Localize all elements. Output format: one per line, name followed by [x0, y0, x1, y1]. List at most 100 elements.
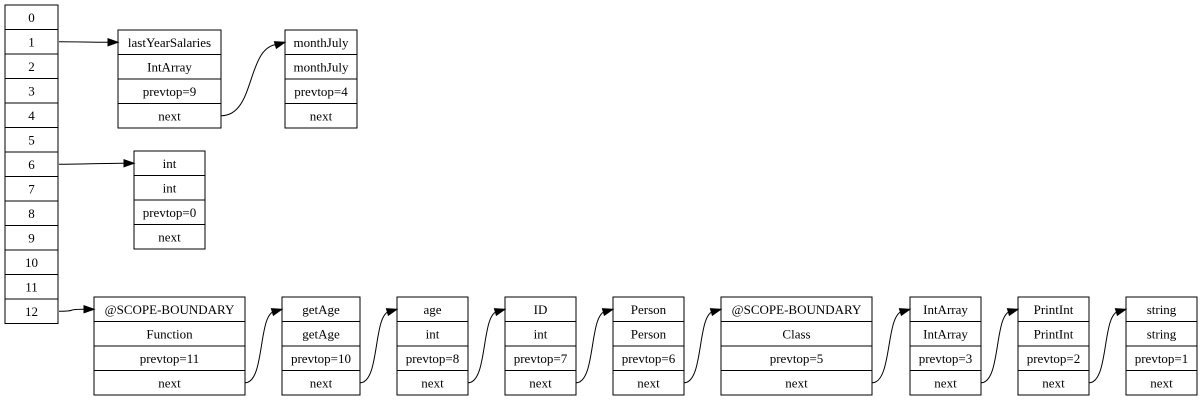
hash-slot-label: 0	[28, 10, 35, 25]
hash-slot-0: 0	[4, 4, 59, 30]
pointer-edges	[58, 38, 1128, 384]
arrow-head	[273, 41, 287, 50]
prevtop-field: prevtop=6	[622, 351, 676, 366]
type-field: monthJuly	[294, 59, 349, 74]
arrow-head	[493, 308, 507, 317]
edge-line	[359, 310, 391, 384]
hash-slot-label: 11	[25, 279, 38, 294]
name-field: IntArray	[923, 302, 968, 317]
name-field: age	[423, 302, 441, 317]
type-field: Function	[146, 326, 193, 341]
edge-PrintInt-to-string	[1088, 308, 1128, 384]
arrow-head	[270, 308, 284, 317]
prevtop-field: prevtop=9	[143, 84, 197, 99]
next-field: next	[421, 375, 444, 390]
hash-slot-5: 5	[4, 127, 59, 153]
next-field: next	[1150, 375, 1173, 390]
type-field: IntArray	[147, 59, 192, 74]
hash-slot-9: 9	[4, 225, 59, 251]
edge-line	[220, 43, 279, 117]
type-field: int	[163, 180, 177, 195]
prevtop-field: prevtop=11	[140, 351, 200, 366]
prevtop-field: prevtop=2	[1027, 351, 1081, 366]
prevtop-field: prevtop=0	[143, 205, 197, 220]
name-field: monthJuly	[294, 35, 349, 50]
edge-line	[58, 162, 125, 165]
edge-line	[1088, 310, 1120, 384]
name-field: ID	[534, 302, 548, 317]
type-field: Person	[631, 326, 667, 341]
type-field: getAge	[302, 326, 340, 341]
next-field: next	[310, 375, 333, 390]
prevtop-field: prevtop=8	[406, 351, 460, 366]
edge-age-to-ID	[467, 308, 507, 384]
hash-slot-1: 1	[4, 29, 59, 55]
arrow-head	[709, 308, 723, 317]
name-field: @SCOPE-BOUNDARY	[732, 302, 862, 317]
hash-slot-label: 2	[28, 59, 35, 74]
edge-lastYearSalaries-to-monthJuly	[220, 41, 287, 117]
next-field: next	[158, 229, 181, 244]
hash-slot-label: 6	[28, 157, 35, 172]
edge-line	[244, 310, 276, 384]
type-field: IntArray	[923, 326, 968, 341]
next-field: next	[637, 375, 660, 390]
arrow-head	[1114, 308, 1128, 317]
edge-ID-to-Person	[575, 308, 615, 384]
prevtop-field: prevtop=7	[514, 351, 568, 366]
hash-slot-7: 7	[4, 176, 59, 202]
hash-slot-label: 5	[28, 132, 35, 147]
arrow-head	[83, 305, 96, 314]
hash-slot-2: 2	[4, 53, 59, 79]
edge-scope-boundary-function-to-getAge	[244, 308, 284, 384]
next-field: next	[158, 375, 181, 390]
arrow-head	[898, 308, 912, 317]
edge-IntArray-to-PrintInt	[980, 308, 1020, 384]
arrow-head	[385, 308, 399, 317]
edge-line	[683, 310, 715, 384]
arrow-head	[1006, 308, 1020, 317]
edge-6-to-int	[58, 159, 136, 168]
edge-line	[467, 310, 499, 384]
edge-1-to-lastYearSalaries	[58, 38, 120, 47]
hash-slot-3: 3	[4, 78, 59, 104]
next-field: next	[1042, 375, 1065, 390]
type-field: string	[1147, 326, 1177, 341]
edge-12-to-scope-boundary-function	[58, 305, 96, 314]
hash-slot-12: 12	[4, 298, 59, 324]
name-field: getAge	[302, 302, 340, 317]
name-field: string	[1147, 302, 1177, 317]
hash-slot-label: 3	[28, 83, 35, 98]
arrow-head	[601, 308, 615, 317]
type-field: int	[426, 326, 440, 341]
edge-Person-to-scope-boundary-class	[683, 308, 723, 384]
name-field: lastYearSalaries	[128, 35, 211, 50]
next-field: next	[158, 108, 181, 123]
hash-slot-8: 8	[4, 200, 59, 226]
prevtop-field: prevtop=10	[291, 351, 351, 366]
arrow-head	[107, 38, 120, 47]
hash-slot-4: 4	[4, 102, 59, 128]
edge-getAge-to-age	[359, 308, 399, 384]
hash-slot-label: 10	[25, 255, 38, 270]
next-field: next	[785, 375, 808, 390]
prevtop-field: prevtop=3	[919, 351, 973, 366]
prevtop-field: prevtop=5	[770, 351, 824, 366]
hash-slot-label: 8	[28, 206, 35, 221]
record-age: age int prevtop=8 next	[396, 296, 469, 396]
hash-slot-11: 11	[4, 274, 59, 300]
next-field: next	[529, 375, 552, 390]
